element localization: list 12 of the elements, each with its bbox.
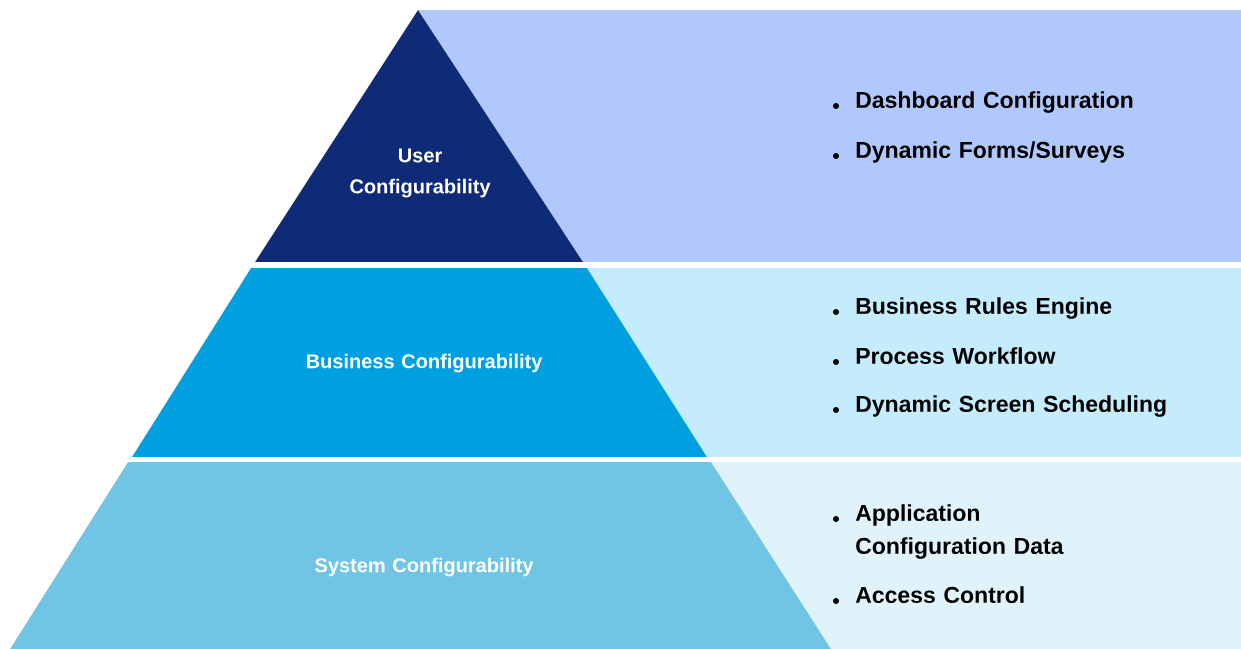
bullet-item: Dynamic Forms/Surveys xyxy=(833,141,1124,163)
bullet-item: Dynamic Screen Scheduling xyxy=(833,395,1166,417)
pyramid-layer: Business Configurability xyxy=(132,268,707,457)
pyramid-layer: User Configurability xyxy=(255,10,583,262)
list-panel xyxy=(587,268,1241,457)
pyramid-layer: System Configurability xyxy=(10,462,831,649)
list-panel xyxy=(711,462,1241,649)
bullet-item: Application Configuration Data xyxy=(833,504,1064,559)
bullet-item: Process Workflow xyxy=(833,347,1056,365)
bullet-item: Dashboard Configuration xyxy=(833,91,1133,113)
bullet-item: Business Rules Engine xyxy=(833,297,1112,319)
bullet-item: Access Control xyxy=(833,586,1024,604)
